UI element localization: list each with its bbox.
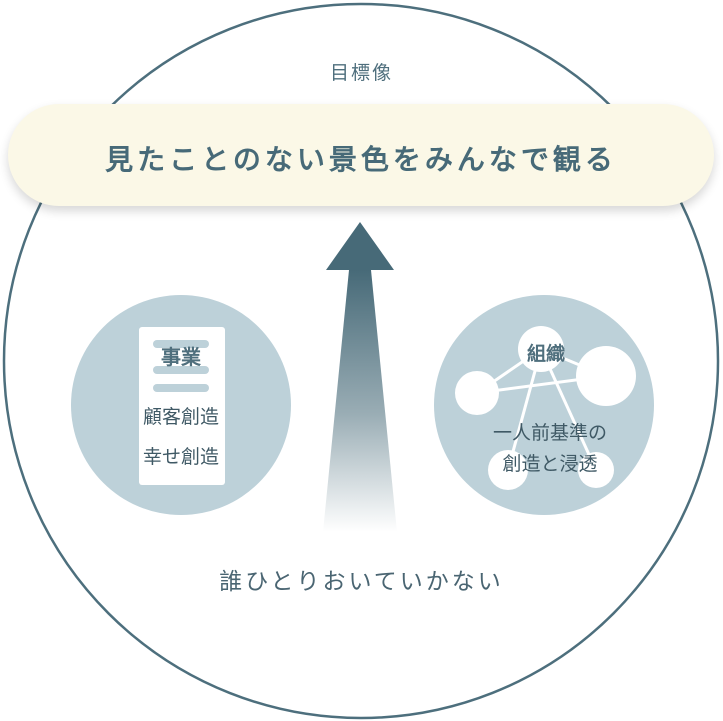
bottom-slogan: 誰ひとりおいていかない (219, 569, 504, 595)
goal-banner-text: 見たことのない景色をみんなで観る (105, 143, 617, 176)
business-line: 幸せ創造 (142, 446, 219, 468)
arrow-head (326, 222, 394, 270)
arrow-shaft (323, 270, 397, 532)
business-title: 事業 (161, 345, 201, 369)
business-line: 顧客創造 (142, 406, 219, 428)
network-icon (455, 326, 636, 490)
upward-arrow (323, 222, 397, 532)
goal-banner: 見たことのない景色をみんなで観る (8, 104, 714, 206)
organization-line: 一人前基準の (492, 422, 607, 444)
target-label: 目標像 (329, 62, 393, 84)
document-icon (139, 327, 225, 485)
organization-line: 創造と浸透 (502, 453, 598, 475)
organization-title: 組織 (526, 343, 565, 365)
